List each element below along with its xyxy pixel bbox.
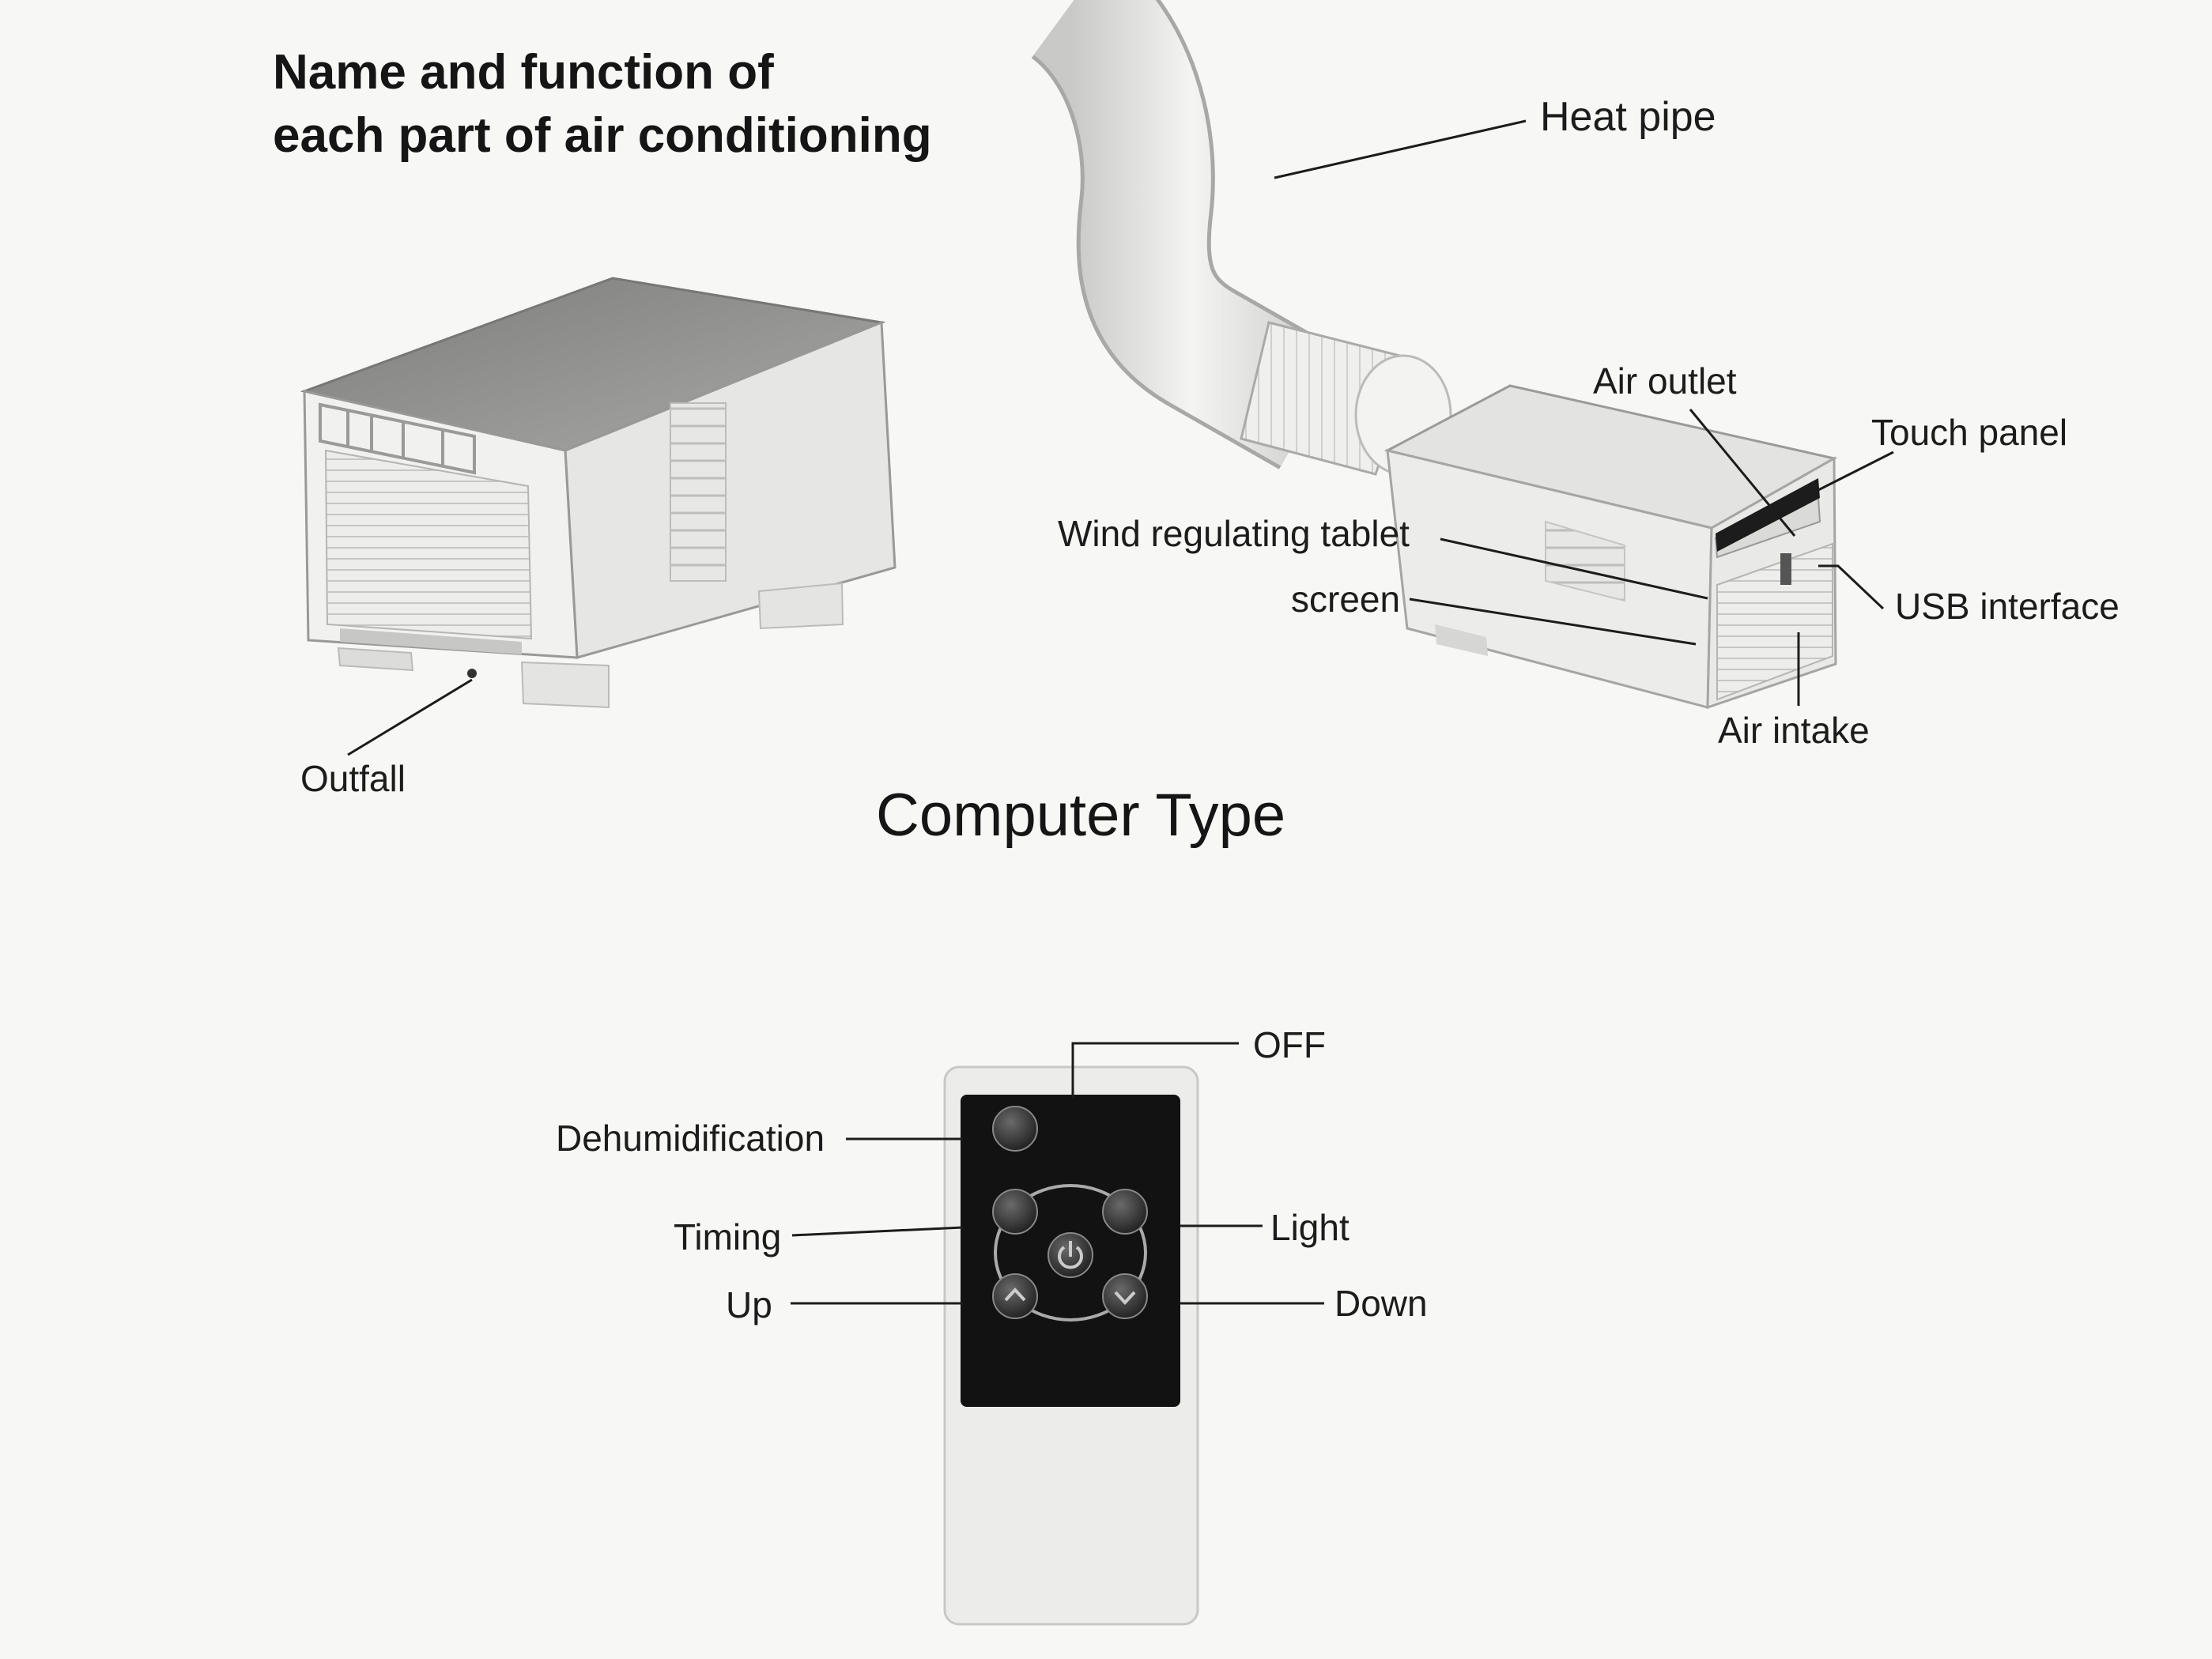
label-down: Down bbox=[1334, 1283, 1428, 1324]
label-off: OFF bbox=[1253, 1024, 1326, 1065]
remote-control bbox=[943, 1065, 1199, 1626]
heading-line-2: each part of air conditioning bbox=[273, 108, 932, 163]
right-ac-unit bbox=[1383, 384, 1838, 710]
leader-lines bbox=[347, 119, 1894, 756]
leader-screen bbox=[1409, 598, 1697, 646]
leader-heat-pipe bbox=[1274, 119, 1527, 179]
up-chevron-icon bbox=[1004, 1288, 1026, 1302]
label-usb-interface: USB interface bbox=[1895, 586, 2120, 627]
left-ac-unit bbox=[300, 277, 897, 709]
label-screen: screen bbox=[1291, 579, 1401, 620]
label-heat-pipe: Heat pipe bbox=[1540, 94, 1716, 140]
section-title: Computer Type bbox=[876, 782, 1286, 849]
down-chevron-icon bbox=[1114, 1291, 1136, 1305]
leader-wind-tablet bbox=[1440, 537, 1708, 600]
power-icon bbox=[1058, 1246, 1083, 1269]
label-outfall: Outfall bbox=[300, 758, 406, 799]
label-light: Light bbox=[1270, 1207, 1349, 1248]
leader-off bbox=[1071, 1042, 1239, 1099]
leader-timing bbox=[791, 1226, 964, 1237]
label-timing: Timing bbox=[674, 1216, 782, 1257]
leader-outfall bbox=[347, 678, 473, 756]
label-air-outlet: Air outlet bbox=[1593, 360, 1737, 402]
page-heading: Name and function of each part of air co… bbox=[273, 41, 932, 168]
heading-line-1: Name and function of bbox=[273, 45, 774, 100]
leader-air-outlet bbox=[1689, 409, 1796, 537]
label-wind-regulating-tablet: Wind regulating tablet bbox=[1058, 513, 1410, 554]
leader-usb bbox=[1818, 564, 1885, 610]
label-touch-panel: Touch panel bbox=[1871, 412, 2068, 453]
label-air-intake: Air intake bbox=[1718, 710, 1870, 751]
label-dehumidification: Dehumidification bbox=[556, 1118, 825, 1159]
label-up: Up bbox=[726, 1284, 772, 1325]
heat-pipe bbox=[1029, 0, 1452, 476]
remote-leader-lines bbox=[791, 1042, 1324, 1305]
leader-touch-panel bbox=[1818, 451, 1894, 492]
